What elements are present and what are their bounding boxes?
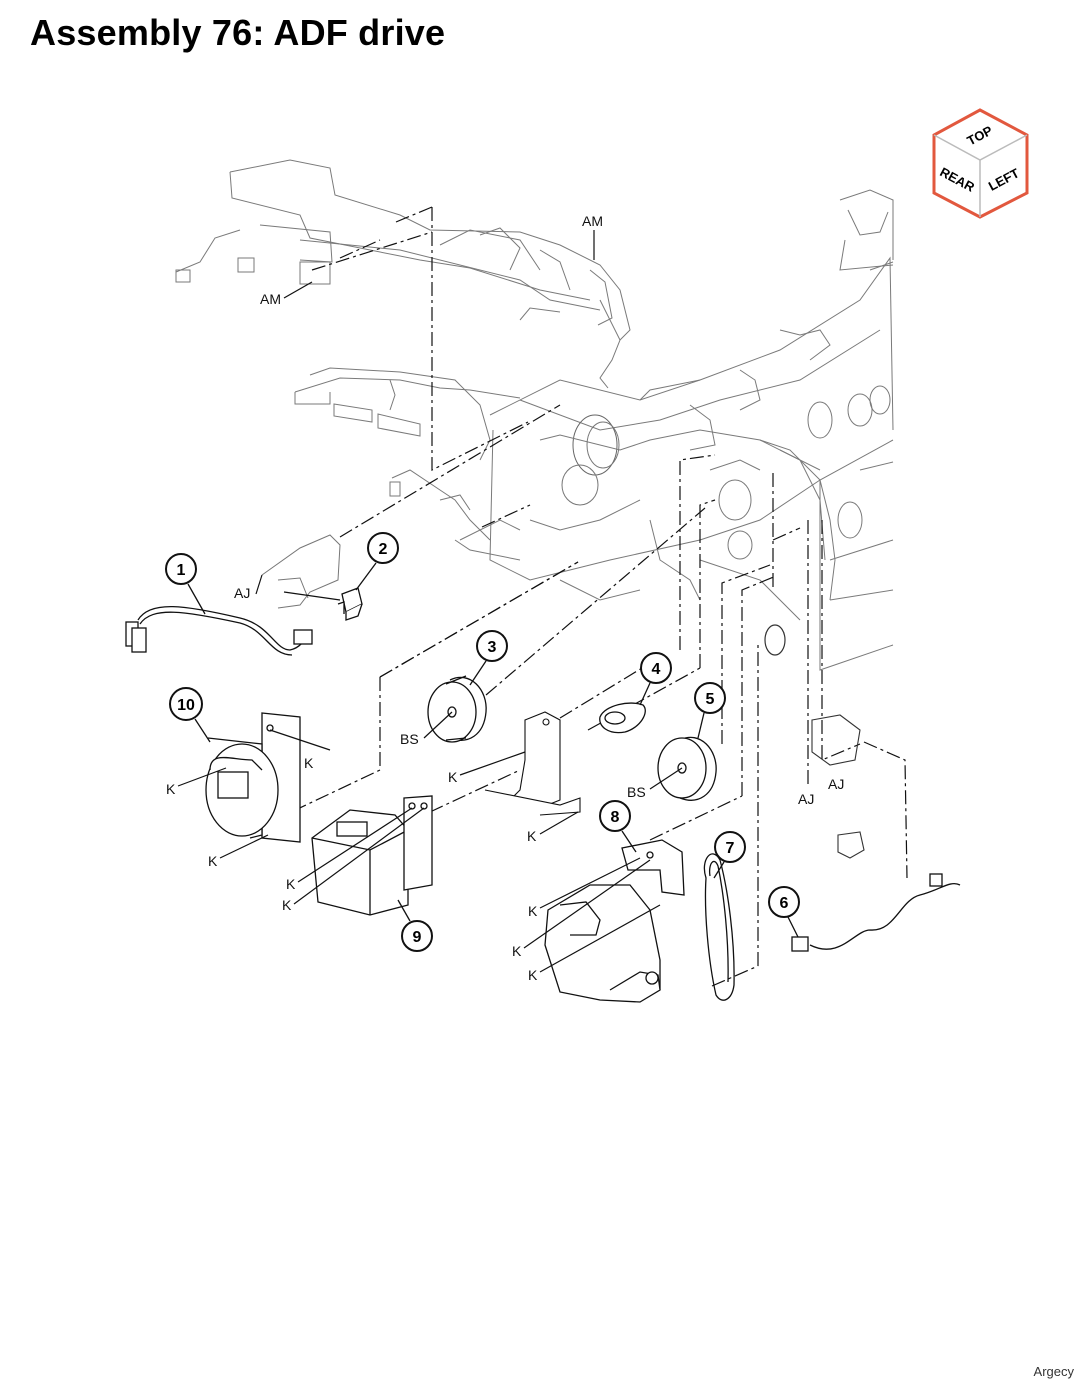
ref-k-7: K — [282, 897, 292, 913]
ref-aj-right-1: AJ — [798, 791, 814, 807]
part-2-sensor — [337, 587, 363, 621]
reference-labels: AM AM AJ AJ AJ BS BS K K K K K K K K K K — [166, 213, 844, 983]
svg-text:5: 5 — [706, 691, 715, 708]
ref-k-10: K — [528, 967, 538, 983]
part-8-motor-bracket — [544, 839, 685, 1003]
ref-k-9: K — [512, 943, 522, 959]
ref-bs-1: BS — [400, 731, 419, 747]
page-title: Assembly 76: ADF drive — [30, 12, 446, 53]
assembly-leader-lines — [269, 206, 908, 987]
callout-7: 7 — [713, 831, 746, 879]
ref-k-3: K — [208, 853, 218, 869]
svg-text:2: 2 — [379, 541, 388, 558]
ref-aj-left: AJ — [234, 585, 250, 601]
callout-6: 6 — [768, 886, 800, 938]
part-5-roller — [657, 736, 717, 801]
svg-text:4: 4 — [652, 661, 661, 678]
watermark-text: Argecy — [1033, 1364, 1074, 1379]
ref-k-6: K — [286, 876, 296, 892]
svg-text:10: 10 — [177, 697, 195, 714]
ref-k-4: K — [448, 769, 458, 785]
ref-bs-2: BS — [627, 784, 646, 800]
callout-2: 2 — [355, 532, 399, 591]
svg-text:9: 9 — [413, 929, 422, 946]
svg-text:8: 8 — [611, 809, 620, 826]
sensor-bracket-line-art — [261, 534, 341, 609]
callout-bubbles: 1 2 3 4 5 6 7 — [165, 532, 800, 952]
callout-4: 4 — [639, 652, 672, 706]
part-4-bushing — [599, 702, 646, 734]
callout-9: 9 — [397, 899, 433, 952]
ref-k-8: K — [528, 903, 538, 919]
callout-3: 3 — [469, 630, 508, 686]
svg-text:6: 6 — [780, 895, 789, 912]
callout-5: 5 — [694, 682, 726, 739]
orientation-cube-icon: TOP REAR LEFT — [932, 108, 1029, 219]
part-9-motor — [311, 795, 433, 916]
callout-1: 1 — [165, 553, 206, 615]
part-3-roller — [427, 675, 487, 743]
part-1-cable-harness — [125, 605, 313, 656]
part-sensor-holder-line-art — [811, 714, 865, 859]
callout-10: 10 — [169, 687, 211, 743]
ref-k-1: K — [304, 755, 314, 771]
part-bracket-line-art — [484, 711, 581, 816]
ref-am-left: AM — [260, 291, 281, 307]
ref-k-5: K — [527, 828, 537, 844]
ref-aj-right-2: AJ — [828, 776, 844, 792]
svg-text:7: 7 — [726, 840, 735, 857]
part-6-cable-harness — [791, 873, 961, 952]
adf-frame-line-art — [175, 159, 894, 671]
callout-8: 8 — [599, 800, 637, 853]
ref-am-top: AM — [582, 213, 603, 229]
ref-k-2: K — [166, 781, 176, 797]
svg-text:3: 3 — [488, 639, 497, 656]
part-10-motor-bracket — [205, 712, 301, 843]
svg-text:1: 1 — [177, 562, 186, 579]
